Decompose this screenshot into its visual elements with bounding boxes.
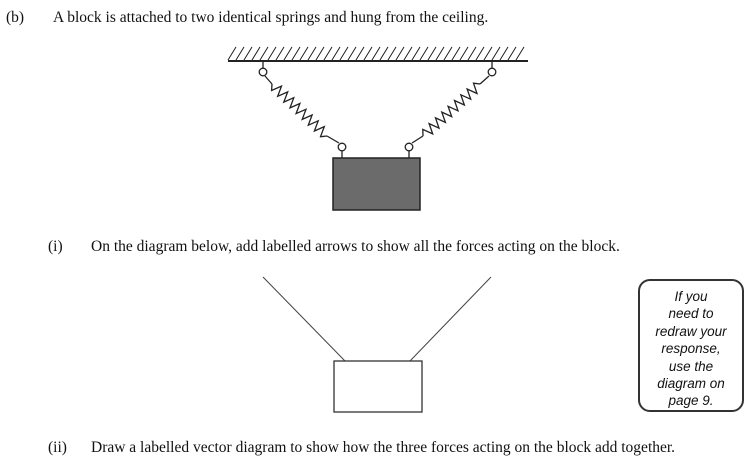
part-b-text: A block is attached to two identical spr… — [53, 9, 489, 26]
note-line: use the — [668, 358, 714, 374]
left-string-line — [262, 276, 346, 362]
note-line: diagram on — [657, 376, 725, 392]
right-spring — [404, 61, 497, 158]
note-line: response, — [661, 341, 721, 357]
part-ii-text: Draw a labelled vector diagram to show h… — [91, 439, 676, 456]
note-line: need to — [668, 306, 714, 322]
part-ii-label: (ii) — [48, 439, 67, 456]
spring-block-diagram — [227, 46, 528, 211]
left-spring — [258, 61, 347, 158]
hanging-block — [332, 157, 421, 211]
note-line: page 9. — [668, 393, 714, 409]
part-i-text: On the diagram below, add labelled arrow… — [91, 238, 620, 255]
redraw-note: If you need to redraw your response, use… — [638, 279, 744, 412]
part-i-label: (i) — [48, 238, 63, 255]
empty-block — [333, 360, 423, 413]
part-b-label: (b) — [6, 9, 25, 26]
right-string-line — [409, 276, 492, 362]
note-line: If you — [674, 289, 708, 304]
note-line: redraw your — [655, 323, 727, 339]
ceiling — [227, 46, 528, 62]
